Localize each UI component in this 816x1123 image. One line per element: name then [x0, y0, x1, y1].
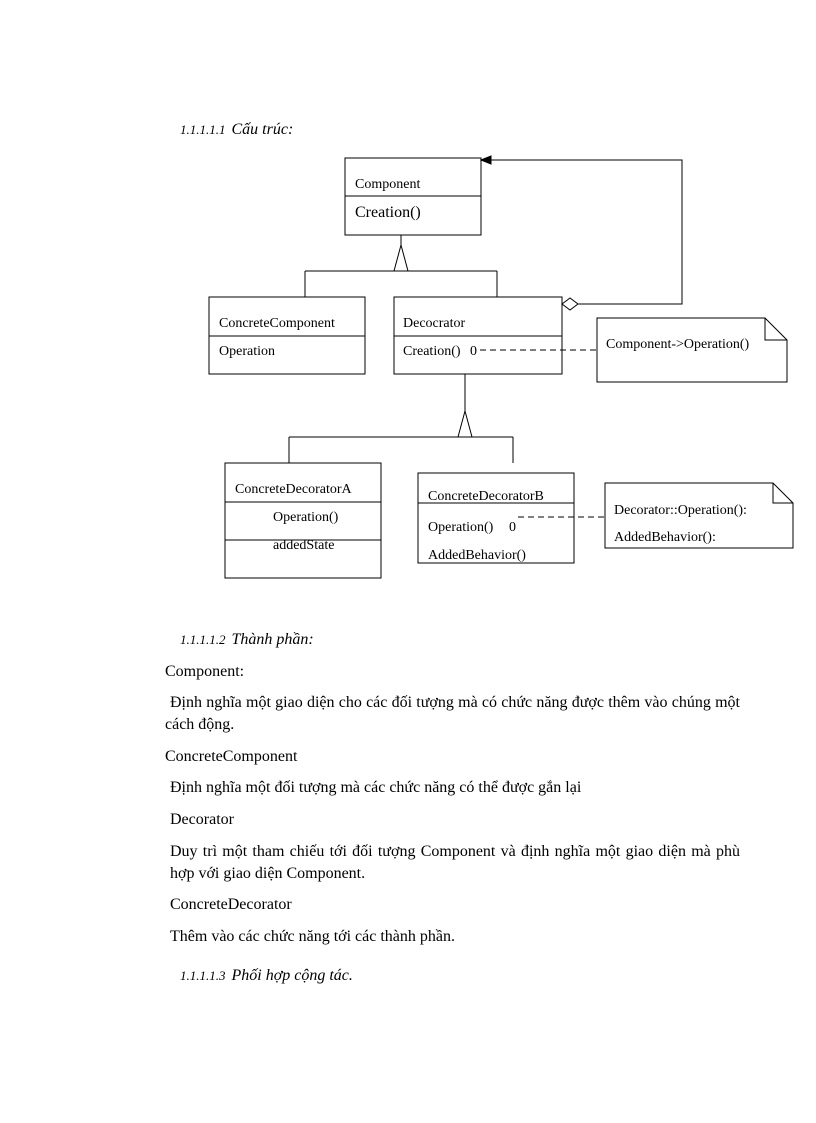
decorator-a-name: ConcreteDecoratorA — [235, 482, 352, 497]
inheritance-triangle — [393, 243, 409, 272]
decorator-label: Decorator — [170, 811, 234, 828]
arrow-head — [479, 155, 492, 165]
note-top-text: Component->Operation() — [606, 337, 750, 352]
concrete-component-label: ConcreteComponent — [165, 748, 298, 765]
concrete-component-name: ConcreteComponent — [219, 316, 335, 331]
component-method: Creation() — [355, 204, 421, 221]
component-label: Component: — [165, 663, 245, 680]
concrete-decorator-label: ConcreteDecorator — [170, 896, 292, 913]
concrete-component-description: Định nghĩa một đối tượng mà các chức năn… — [170, 779, 582, 796]
decorator-a-method: Operation() — [273, 510, 339, 525]
note-bottom — [604, 482, 794, 549]
heading-title: Cấu trúc: — [231, 121, 294, 138]
heading-number: 1.1.1.1.3 — [180, 968, 226, 983]
aggregation-diamond — [561, 297, 579, 311]
concrete-decorator-a-box — [224, 462, 382, 579]
decorator-method-marker: 0 — [470, 344, 477, 359]
concrete-component-method: Operation — [219, 344, 275, 359]
decorator-name: Decocrator — [403, 316, 466, 331]
component-name: Component — [355, 177, 420, 192]
note-bottom-line2: AddedBehavior(): — [614, 530, 716, 545]
decorator-b-method: Operation() — [428, 520, 494, 535]
component-description: Định nghĩa một giao diện cho các đối tượ… — [165, 694, 740, 733]
decorator-class-diagram: Component Creation() ConcreteComponent O… — [208, 155, 794, 579]
decorator-b-method-marker: 0 — [509, 520, 516, 535]
heading-title: Thành phần: — [231, 631, 314, 648]
concrete-decorator-description: Thêm vào các chức năng tới các thành phầ… — [170, 928, 456, 945]
decorator-a-state: addedState — [273, 538, 334, 553]
heading-collaboration: 1.1.1.1.3 Phối hợp cộng tác. — [180, 967, 353, 985]
heading-number: 1.1.1.1.1 — [180, 122, 226, 137]
note-bottom-line1: Decorator::Operation(): — [614, 503, 747, 518]
decorator-method: Creation() — [403, 344, 461, 359]
decorator-description: Duy trì một tham chiếu tới đối tượng Com… — [170, 843, 740, 882]
decorator-b-name: ConcreteDecoratorB — [428, 489, 544, 504]
heading-title: Phối hợp cộng tác. — [231, 967, 353, 984]
heading-number: 1.1.1.1.2 — [180, 632, 226, 647]
heading-structure: 1.1.1.1.1 Cấu trúc: — [180, 121, 293, 139]
decorator-b-behavior: AddedBehavior() — [428, 548, 526, 563]
concrete-decorator-b-box — [417, 472, 575, 564]
heading-participants: 1.1.1.1.2 Thành phần: — [180, 631, 314, 649]
note-top — [596, 317, 788, 383]
